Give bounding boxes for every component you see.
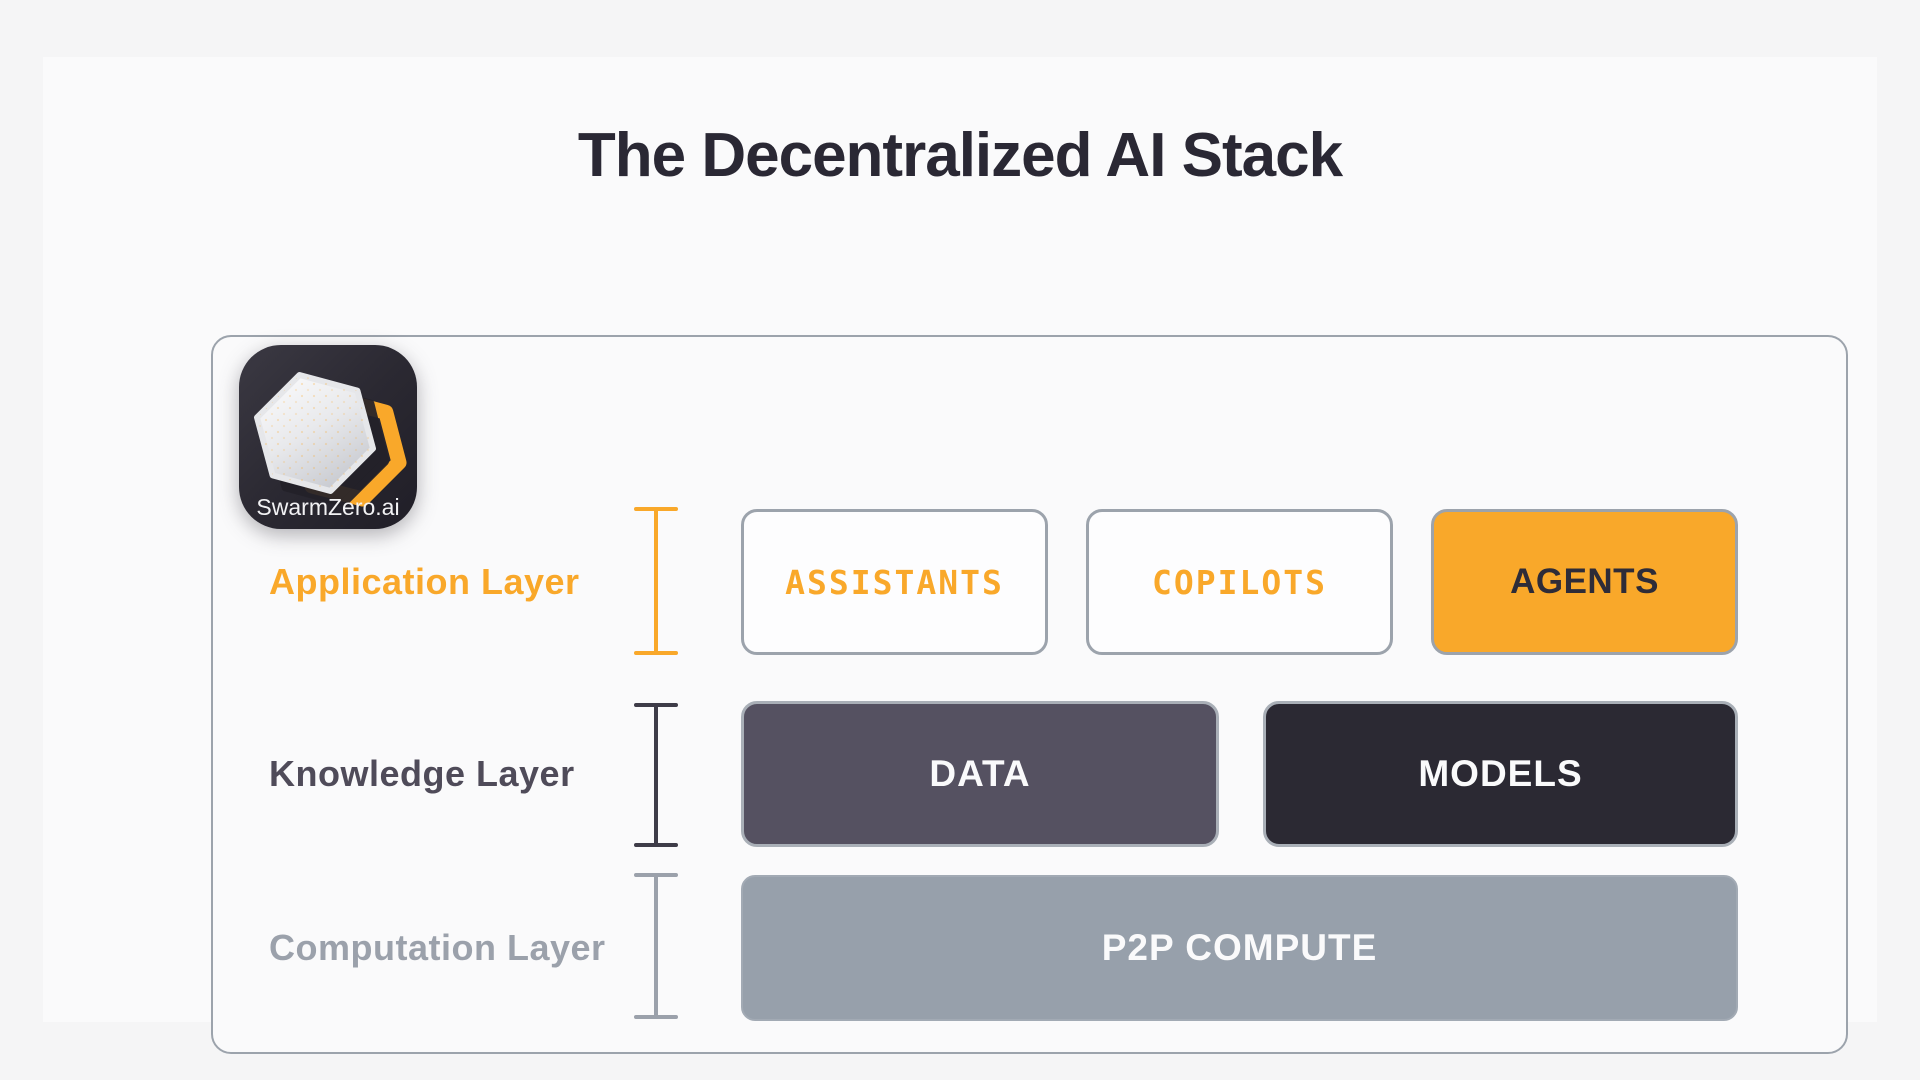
box-p2p-compute: P2P COMPUTE (741, 875, 1738, 1021)
layer-label-application: Application Layer (269, 561, 580, 602)
bracket-cap-bottom (634, 651, 678, 655)
bracket-stem (654, 877, 658, 1015)
application-layer-bracket (634, 507, 678, 655)
box-assistants: ASSISTANTS (741, 509, 1048, 655)
swarmzero-logo-label: SwarmZero.ai (256, 494, 399, 520)
layer-label-knowledge: Knowledge Layer (269, 753, 575, 794)
bracket-cap-top (634, 507, 678, 511)
swarmzero-logo: SwarmZero.ai (239, 345, 417, 529)
content-card: The Decentralized AI Stack (43, 57, 1877, 1054)
swarmzero-hexagon-icon: SwarmZero.ai (239, 345, 417, 529)
layer-label-computation: Computation Layer (269, 927, 606, 968)
knowledge-layer-bracket (634, 703, 678, 847)
computation-layer-bracket (634, 873, 678, 1019)
box-models: MODELS (1263, 701, 1738, 847)
box-agents: AGENTS (1431, 509, 1738, 655)
bracket-stem (654, 707, 658, 843)
bracket-cap-top (634, 703, 678, 707)
bracket-stem (654, 511, 658, 651)
page-title: The Decentralized AI Stack (577, 121, 1343, 190)
box-copilots: COPILOTS (1086, 509, 1393, 655)
bracket-cap-top (634, 873, 678, 877)
bracket-cap-bottom (634, 1015, 678, 1019)
box-data: DATA (741, 701, 1219, 847)
bracket-cap-bottom (634, 843, 678, 847)
